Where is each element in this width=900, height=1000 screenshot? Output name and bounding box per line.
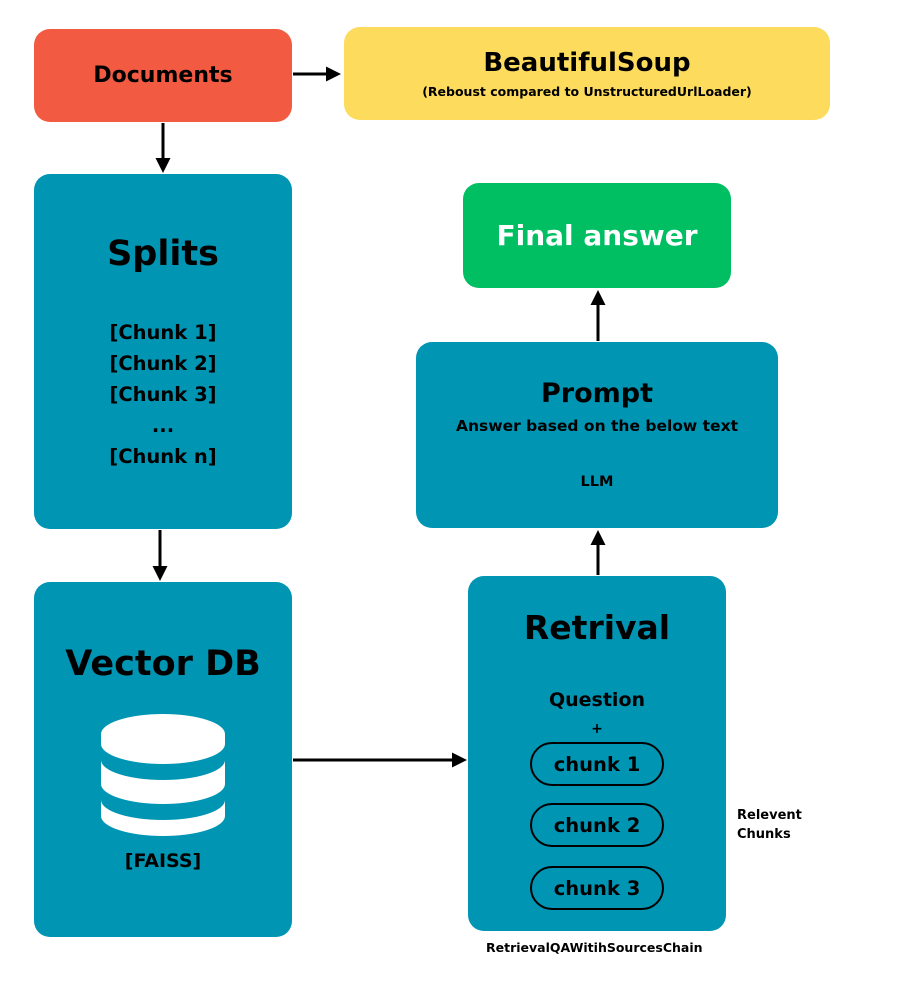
beautifulsoup-title: BeautifulSoup [483, 48, 691, 78]
final-answer-box: Final answer [463, 183, 731, 288]
retrieved-chunk-pill: chunk 2 [530, 803, 664, 847]
final-answer-label: Final answer [496, 219, 698, 252]
retrieved-chunk-pill: chunk 1 [530, 742, 664, 786]
vector-db-title: Vector DB [65, 644, 261, 684]
prompt-title: Prompt [540, 378, 654, 409]
splits-title: Splits [107, 234, 219, 274]
vector-db-subtitle: [FAISS] [124, 850, 202, 872]
relevant-chunks-line: Relevent [737, 808, 802, 823]
documents-label: Documents [93, 63, 233, 88]
split-chunk-item: [Chunk n] [109, 445, 217, 468]
splits-chunk-list: [Chunk 1] [Chunk 2] [Chunk 3] ... [Chunk… [34, 317, 292, 472]
split-chunk-ellipsis: ... [151, 414, 175, 437]
relevant-chunks-line: Chunks [737, 827, 791, 842]
split-chunk-item: [Chunk 1] [109, 321, 217, 344]
beautifulsoup-subtitle: (Reboust compared to UnstructuredUrlLoad… [422, 84, 752, 99]
prompt-llm-label: LLM [580, 474, 614, 490]
split-chunk-item: [Chunk 3] [109, 383, 217, 406]
database-icon [101, 714, 225, 836]
retrieval-question-label: Question [548, 689, 646, 711]
retrieval-plus-sign: + [591, 721, 603, 737]
retrieval-title: Retrival [523, 608, 671, 647]
split-chunk-item: [Chunk 2] [109, 352, 217, 375]
prompt-subtitle: Answer based on the below text [456, 417, 738, 435]
documents-box: Documents [34, 29, 292, 122]
splits-box: Splits [Chunk 1] [Chunk 2] [Chunk 3] ...… [34, 174, 292, 529]
chain-name-label: RetrievalQAWitihSourcesChain [486, 940, 703, 955]
retrieval-box: Retrival Question + chunk 1 chunk 2 chun… [468, 576, 726, 931]
vector-db-box: Vector DB [FAISS] [34, 582, 292, 937]
relevant-chunks-label: Relevent Chunks [737, 806, 802, 844]
retrieved-chunk-pill: chunk 3 [530, 866, 664, 910]
beautifulsoup-box: BeautifulSoup (Reboust compared to Unstr… [344, 27, 830, 120]
prompt-box: Prompt Answer based on the below text LL… [416, 342, 778, 528]
